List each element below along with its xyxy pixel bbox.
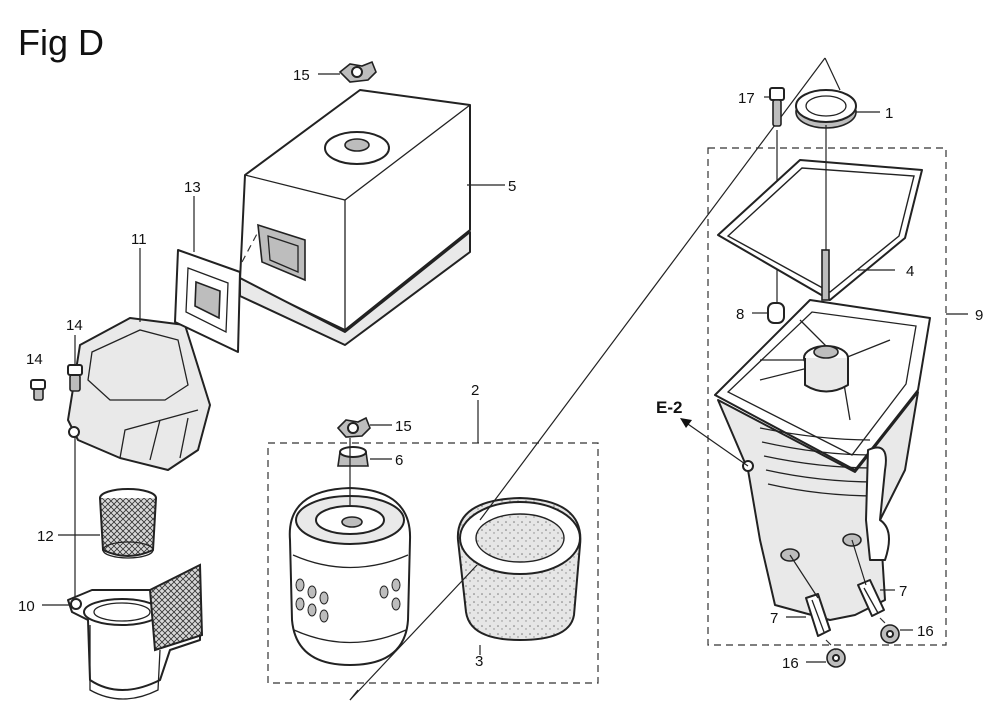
part-13-gasket bbox=[174, 249, 241, 353]
callout-3: 3 bbox=[475, 653, 483, 670]
stud-bolt bbox=[821, 249, 830, 301]
part-14-bolt-lower bbox=[30, 379, 46, 401]
diag-line-1 bbox=[349, 564, 478, 701]
align-line-13-5 bbox=[241, 231, 259, 263]
axis-lines-16 bbox=[825, 617, 889, 651]
reference-e2: E-2 bbox=[656, 398, 682, 417]
callout-7-left: 7 bbox=[770, 610, 778, 627]
part-10-elbow-base bbox=[67, 563, 204, 700]
figure-title: Fig D bbox=[18, 22, 104, 63]
part-7-tube-left bbox=[805, 593, 831, 637]
callout-14-lower: 14 bbox=[26, 351, 43, 368]
callout-4: 4 bbox=[906, 263, 914, 280]
callout-10: 10 bbox=[18, 598, 35, 615]
group-box-2 bbox=[267, 442, 599, 684]
callout-15-mid: 15 bbox=[395, 418, 412, 435]
part-16-nut-left bbox=[826, 648, 846, 668]
part-1-seal-ring bbox=[795, 89, 857, 129]
part-7-tube-right bbox=[857, 579, 885, 617]
diag-line-2 bbox=[479, 57, 826, 521]
part-paper-element bbox=[288, 487, 412, 666]
part-17-bolt bbox=[769, 87, 785, 127]
group-box-9 bbox=[707, 147, 947, 646]
callout-8: 8 bbox=[736, 306, 744, 323]
callout-11: 11 bbox=[131, 231, 147, 248]
callout-5: 5 bbox=[508, 178, 516, 195]
callout-6: 6 bbox=[395, 452, 403, 469]
part-6-nut bbox=[337, 446, 369, 467]
callout-7-right: 7 bbox=[899, 583, 907, 600]
part-11-elbow-cover bbox=[67, 317, 211, 471]
axis-lines-7 bbox=[789, 539, 867, 599]
diag-line-4 bbox=[349, 689, 359, 701]
part-14-bolt-upper bbox=[67, 364, 83, 392]
part-8-grommet bbox=[767, 302, 785, 324]
callout-9: 9 bbox=[975, 307, 983, 324]
callout-15-top: 15 bbox=[293, 67, 310, 84]
callout-13: 13 bbox=[184, 179, 201, 196]
part-12-screen-filter bbox=[99, 488, 157, 559]
callout-16-left: 16 bbox=[782, 655, 799, 672]
diag-line-3 bbox=[824, 57, 841, 91]
callout-14-upper: 14 bbox=[66, 317, 83, 334]
leader-e2 bbox=[684, 421, 749, 467]
callout-17: 17 bbox=[738, 90, 755, 107]
part-3-foam-element bbox=[456, 496, 582, 642]
part-15-wing-nut-top bbox=[338, 60, 377, 83]
part-air-cleaner-case bbox=[714, 299, 931, 621]
e2-arrow bbox=[680, 418, 692, 428]
callout-12: 12 bbox=[37, 528, 54, 545]
part-15-wing-nut-mid bbox=[336, 416, 371, 438]
callout-1: 1 bbox=[885, 105, 893, 122]
part-5-air-cleaner-cover bbox=[239, 89, 471, 346]
callout-2: 2 bbox=[471, 382, 479, 399]
part-4-gasket bbox=[717, 159, 923, 301]
callout-16-right: 16 bbox=[917, 623, 934, 640]
part-16-nut-right bbox=[880, 624, 900, 644]
